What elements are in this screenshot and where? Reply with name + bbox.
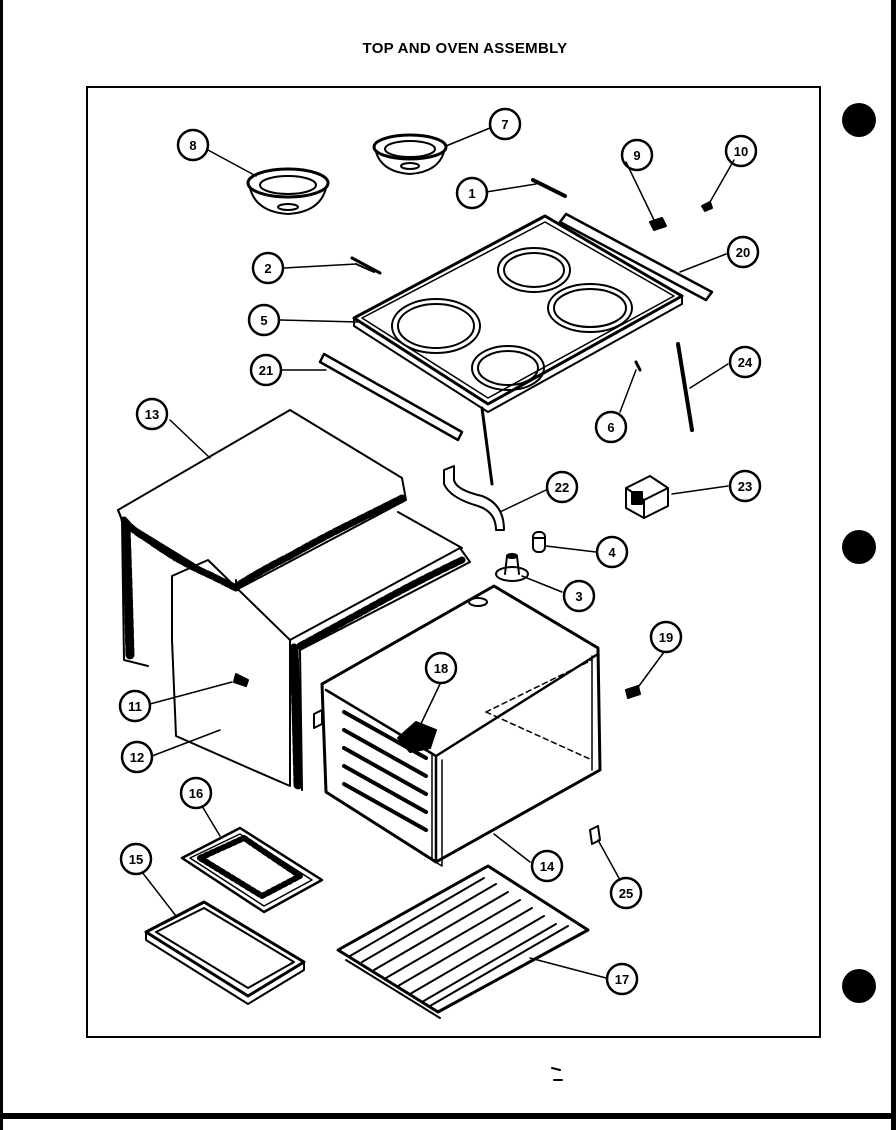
svg-text:15: 15 xyxy=(129,852,143,867)
binder-hole-bottom xyxy=(842,969,876,1003)
part-1-rod xyxy=(531,178,567,198)
svg-text:9: 9 xyxy=(633,148,640,163)
svg-text:23: 23 xyxy=(738,479,752,494)
binder-hole-top xyxy=(842,103,876,137)
drip-bowl-8 xyxy=(246,167,330,215)
support-rod xyxy=(480,406,494,486)
callout-4: 4 xyxy=(595,535,629,569)
scan-edge-left xyxy=(0,0,3,1130)
part-2-clip xyxy=(350,256,382,275)
callout-11: 11 xyxy=(118,689,152,723)
part-10-screw xyxy=(701,201,713,212)
svg-text:13: 13 xyxy=(145,407,159,422)
part-4-grommet xyxy=(532,531,546,553)
callout-2: 2 xyxy=(251,251,285,285)
svg-text:16: 16 xyxy=(189,786,203,801)
diagram-frame xyxy=(86,86,821,1038)
callout-17: 17 xyxy=(605,962,639,996)
bracket-23 xyxy=(625,475,669,519)
broiler-grid-16 xyxy=(180,826,324,914)
svg-text:22: 22 xyxy=(555,480,569,495)
callout-12: 12 xyxy=(120,740,154,774)
callout-6: 6 xyxy=(594,410,628,444)
binder-hole-middle xyxy=(842,530,876,564)
callout-16: 16 xyxy=(179,776,213,810)
svg-text:20: 20 xyxy=(736,245,750,260)
callout-7: 7 xyxy=(488,107,522,141)
svg-text:21: 21 xyxy=(259,363,273,378)
cooktop-5 xyxy=(352,214,684,413)
callout-25: 25 xyxy=(609,876,643,910)
callout-1: 1 xyxy=(455,176,489,210)
vent-tube-22 xyxy=(443,465,505,531)
broiler-pan-15 xyxy=(144,900,306,1005)
callout-18: 18 xyxy=(424,651,458,685)
callout-19: 19 xyxy=(649,620,683,654)
callout-23: 23 xyxy=(728,469,762,503)
drip-bowl-7 xyxy=(372,133,448,175)
svg-text:11: 11 xyxy=(128,699,142,714)
part-25-clip xyxy=(589,825,601,845)
part-3-vent-collar xyxy=(495,553,529,582)
callout-24: 24 xyxy=(728,345,762,379)
insulation-blanket-13 xyxy=(117,409,407,667)
callout-14: 14 xyxy=(530,849,564,883)
svg-text:7: 7 xyxy=(501,117,508,132)
oven-rack-17 xyxy=(336,864,590,1019)
svg-text:17: 17 xyxy=(615,972,629,987)
callout-21: 21 xyxy=(249,353,283,387)
callout-22: 22 xyxy=(545,470,579,504)
svg-text:14: 14 xyxy=(540,859,555,874)
svg-text:18: 18 xyxy=(434,661,448,676)
svg-text:5: 5 xyxy=(260,313,267,328)
callout-13: 13 xyxy=(135,397,169,431)
svg-text:10: 10 xyxy=(734,144,748,159)
svg-text:6: 6 xyxy=(607,420,614,435)
rod-24 xyxy=(676,342,694,432)
svg-text:19: 19 xyxy=(659,630,673,645)
part-9-clip xyxy=(649,217,667,231)
callout-15: 15 xyxy=(119,842,153,876)
page-title: TOP AND OVEN ASSEMBLY xyxy=(362,40,568,57)
part-6-screw xyxy=(634,360,642,372)
svg-text:3: 3 xyxy=(575,589,582,604)
svg-text:2: 2 xyxy=(264,261,271,276)
svg-text:25: 25 xyxy=(619,886,633,901)
callout-20: 20 xyxy=(726,235,760,269)
svg-text:1: 1 xyxy=(468,186,475,201)
scan-edge-bottom xyxy=(0,1113,896,1119)
scan-mark xyxy=(551,1067,563,1081)
side-trim-21 xyxy=(318,352,464,442)
callout-10: 10 xyxy=(724,134,758,168)
callout-8: 8 xyxy=(176,128,210,162)
callouts: 8 7 1 9 10 2 20 5 21 24 6 13 22 23 4 3 1… xyxy=(118,107,762,996)
rear-trim-20 xyxy=(558,212,714,302)
svg-text:4: 4 xyxy=(608,545,616,560)
svg-text:12: 12 xyxy=(130,750,144,765)
leader-lines xyxy=(141,127,735,979)
oven-cavity-14 xyxy=(313,584,602,867)
callout-3: 3 xyxy=(562,579,596,613)
insulation-blanket-12 xyxy=(171,511,471,791)
svg-text:24: 24 xyxy=(738,355,753,370)
callout-9: 9 xyxy=(620,138,654,172)
svg-text:8: 8 xyxy=(189,138,196,153)
scan-edge-right xyxy=(891,0,896,1130)
callout-5: 5 xyxy=(247,303,281,337)
